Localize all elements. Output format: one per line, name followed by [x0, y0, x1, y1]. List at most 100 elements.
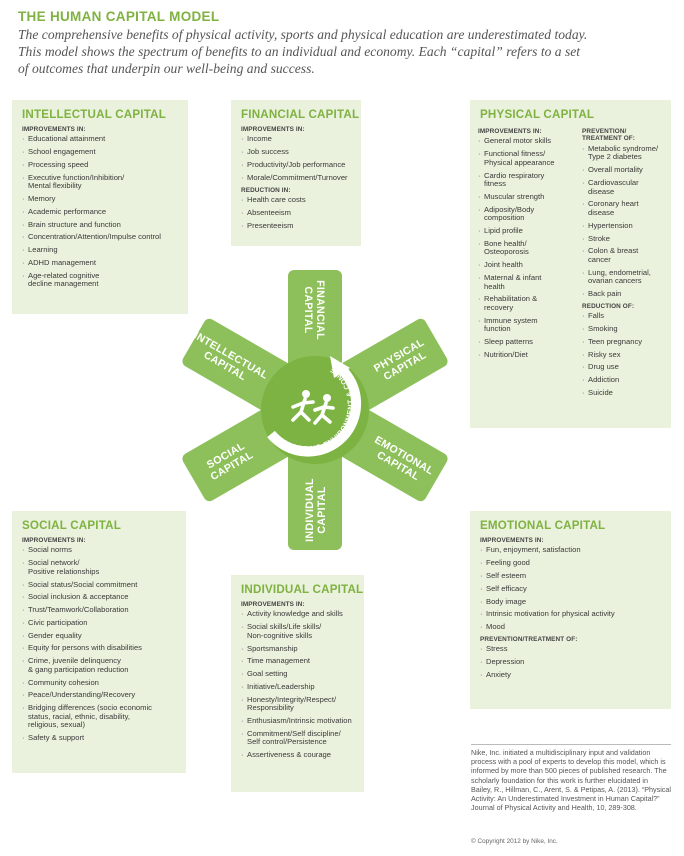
- list-item: General motor skills: [478, 137, 580, 146]
- list-item: Time management: [241, 657, 354, 666]
- arm-label-text: CAPITAL: [302, 286, 314, 333]
- list-item: Assertiveness & courage: [241, 751, 354, 760]
- list-item: Job success: [241, 148, 351, 157]
- item-list: Social normsSocial network/ Positive rel…: [22, 546, 176, 743]
- list-item: Fun, enjoyment, satisfaction: [480, 546, 661, 555]
- section-heading: IMPROVEMENTS IN:: [480, 537, 544, 544]
- list-item: Productivity/Job performance: [241, 160, 351, 170]
- list-item: Cardiovascular disease: [582, 178, 668, 196]
- list-item: Stress: [480, 645, 661, 654]
- list-item: Body image: [480, 597, 661, 607]
- item-list: FallsSmokingTeen pregnancyRisky sexDrug …: [582, 312, 668, 397]
- list-item: Bone health/ Osteoporosis: [478, 239, 580, 257]
- intro-line: of outcomes that underpin our well-being…: [18, 61, 315, 77]
- list-item: Rehabilitation & recovery: [478, 295, 580, 312]
- intro-line: This model shows the spectrum of benefit…: [18, 44, 581, 60]
- list-item: Nutrition/Diet: [478, 350, 580, 360]
- list-item: Falls: [582, 312, 668, 321]
- list-item: Adiposity/Body composition: [478, 205, 580, 223]
- list-item: Civic participation: [22, 618, 176, 628]
- list-item: Goal setting: [241, 670, 354, 679]
- list-item: Joint health: [478, 261, 580, 270]
- item-list: Health care costsAbsenteeismPresenteeism: [241, 195, 351, 231]
- list-item: Initiative/Leadership: [241, 682, 354, 692]
- list-item: Income: [241, 135, 351, 144]
- list-item: Executive function/Inhibition/ Mental fl…: [22, 173, 178, 191]
- list-item: ADHD management: [22, 258, 178, 268]
- list-item: Health care costs: [241, 195, 351, 205]
- list-item: Equity for persons with disabilities: [22, 644, 176, 653]
- panel-title: INTELLECTUAL CAPITAL: [22, 108, 166, 121]
- list-item: Sportsmanship: [241, 644, 354, 654]
- intellectual-capital-panel: INTELLECTUAL CAPITAL IMPROVEMENTS IN: Ed…: [12, 100, 188, 314]
- list-item: Cardio respiratory fitness: [478, 171, 580, 189]
- physical-improvements-column: IMPROVEMENTS IN: General motor skillsFun…: [478, 125, 580, 364]
- list-item: Peace/Understanding/Recovery: [22, 691, 176, 700]
- section-heading: REDUCTION OF:: [582, 302, 635, 310]
- panel-title: FINANCIAL CAPITAL: [241, 108, 360, 121]
- list-item: Community cohesion: [22, 678, 176, 688]
- item-list: IncomeJob successProductivity/Job perfor…: [241, 135, 351, 182]
- section-heading: REDUCTION IN:: [241, 186, 291, 194]
- list-item: Immune system function: [478, 316, 580, 334]
- list-item: Metabolic syndrome/ Type 2 diabetes: [582, 144, 668, 162]
- list-item: Coronary heart disease: [582, 199, 668, 217]
- list-item: Intrinsic motivation for physical activi…: [480, 610, 661, 619]
- item-list: Fun, enjoyment, satisfactionFeeling good…: [480, 546, 661, 631]
- intro-text: The comprehensive benefits of physical a…: [18, 26, 663, 78]
- list-item: Overall mortality: [582, 166, 668, 175]
- copyright: © Copyright 2012 by Nike, Inc.: [471, 838, 558, 845]
- section-heading: PREVENTION/ TREATMENT OF:: [582, 128, 636, 143]
- list-item: Addiction: [582, 376, 668, 385]
- arm-label-text: CAPITAL: [316, 486, 328, 533]
- social-capital-panel: SOCIAL CAPITAL IMPROVEMENTS IN: Social n…: [12, 511, 186, 773]
- item-list: Activity knowledge and skillsSocial skil…: [241, 610, 354, 760]
- list-item: Functional fitness/ Physical appearance: [478, 149, 580, 167]
- list-item: Drug use: [582, 363, 668, 372]
- main-title: THE HUMAN CAPITAL MODEL: [18, 9, 220, 24]
- list-item: Brain structure and function: [22, 220, 178, 230]
- list-item: Presenteeism: [241, 221, 351, 231]
- list-item: Memory: [22, 195, 178, 204]
- section-heading: IMPROVEMENTS IN:: [22, 537, 86, 544]
- item-list: General motor skillsFunctional fitness/ …: [478, 137, 580, 359]
- list-item: Bridging differences (socio economic sta…: [22, 703, 176, 730]
- list-item: Risky sex: [582, 350, 668, 360]
- emotional-capital-panel: EMOTIONAL CAPITAL IMPROVEMENTS IN: Fun, …: [470, 511, 671, 709]
- section-heading: IMPROVEMENTS IN:: [478, 128, 542, 135]
- arm-label-text: INDIVIDUAL: [304, 478, 316, 542]
- financial-capital-panel: FINANCIAL CAPITAL IMPROVEMENTS IN: Incom…: [231, 100, 361, 246]
- list-item: Social norms: [22, 546, 176, 555]
- list-item: Hypertension: [582, 221, 668, 231]
- section-heading: IMPROVEMENTS IN:: [22, 126, 86, 133]
- panel-title: SOCIAL CAPITAL: [22, 519, 121, 532]
- list-item: Absenteeism: [241, 208, 351, 218]
- section-heading: PREVENTION/TREATMENT OF:: [480, 635, 578, 643]
- list-item: Stroke: [582, 234, 668, 244]
- list-item: Activity knowledge and skills: [241, 610, 354, 619]
- list-item: Academic performance: [22, 207, 178, 217]
- ring-arrowhead: [330, 356, 350, 378]
- panel-title: PHYSICAL CAPITAL: [480, 108, 595, 121]
- section-heading: IMPROVEMENTS IN:: [241, 126, 305, 133]
- ring-arrow: [267, 362, 362, 457]
- list-item: Self esteem: [480, 571, 661, 581]
- list-item: Lipid profile: [478, 226, 580, 236]
- list-item: School engagement: [22, 148, 178, 157]
- list-item: Sleep patterns: [478, 338, 580, 347]
- list-item: Teen pregnancy: [582, 337, 668, 347]
- item-list: Metabolic syndrome/ Type 2 diabetesOvera…: [582, 144, 668, 299]
- panel-title: EMOTIONAL CAPITAL: [480, 519, 606, 532]
- physical-prevention-column: PREVENTION/ TREATMENT OF: Metabolic synd…: [582, 125, 668, 402]
- list-item: Social network/ Positive relationships: [22, 558, 176, 576]
- list-item: Self efficacy: [480, 584, 661, 594]
- list-item: Back pain: [582, 289, 668, 299]
- list-item: Enthusiasm/Intrinsic motivation: [241, 716, 354, 726]
- list-item: Processing speed: [22, 160, 178, 170]
- list-item: Safety & support: [22, 734, 176, 743]
- list-item: Commitment/Self discipline/ Self control…: [241, 729, 354, 747]
- list-item: Gender equality: [22, 631, 176, 641]
- list-item: Muscular strength: [478, 192, 580, 202]
